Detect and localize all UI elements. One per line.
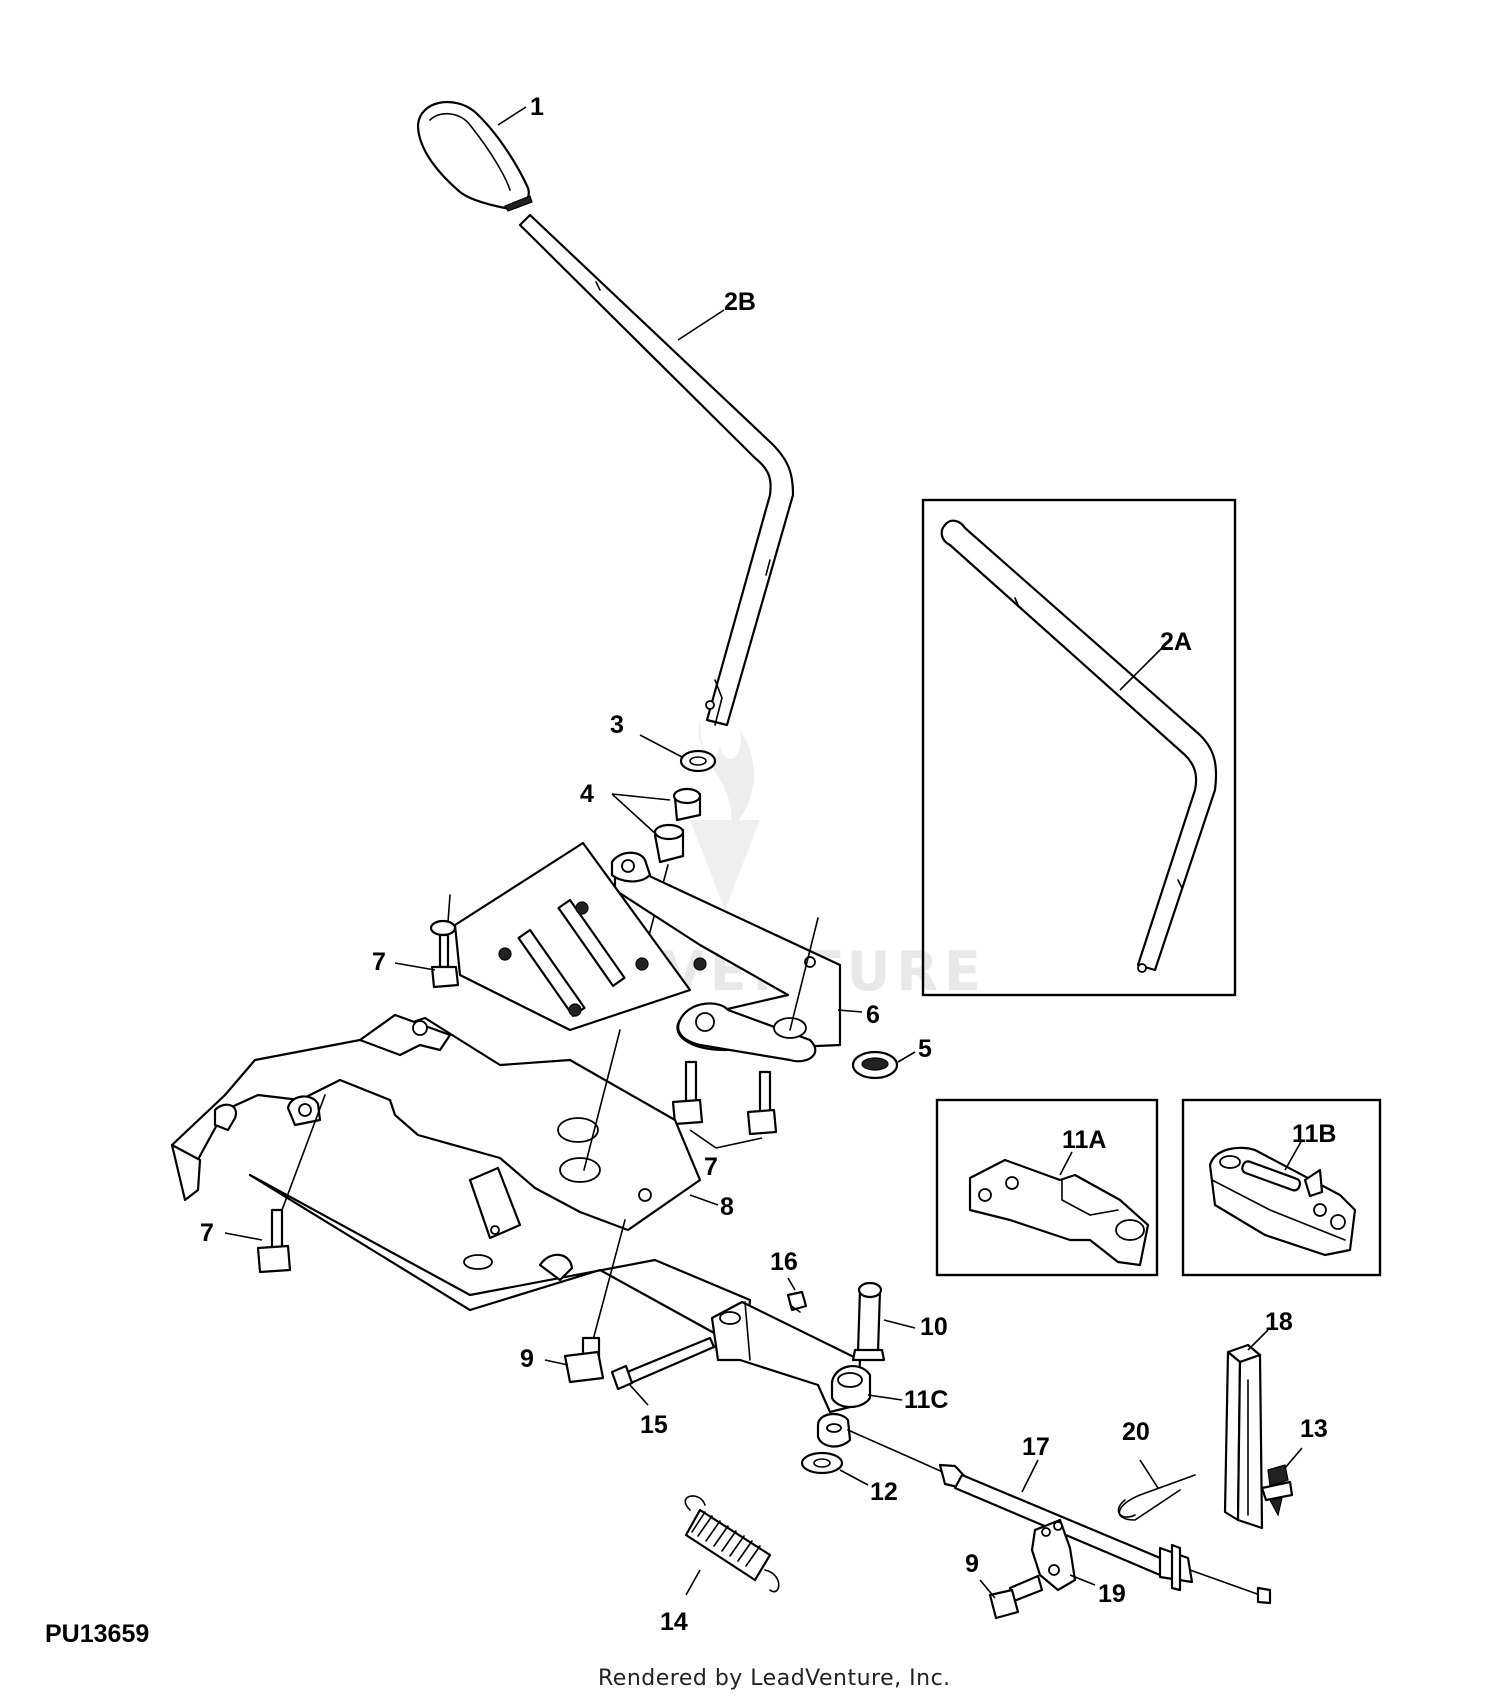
part-9-flange-nut-left (563, 1336, 605, 1384)
part-16-nut (786, 1290, 808, 1312)
leader-13 (1284, 1447, 1303, 1469)
callout-10: 10 (920, 1313, 948, 1341)
callout-15: 15 (640, 1411, 668, 1439)
callout-5: 5 (918, 1035, 932, 1063)
leader-7c (224, 1232, 263, 1241)
part-8-mounting-bracket (170, 1013, 752, 1352)
callout-9b: 9 (965, 1550, 979, 1578)
part-7-bolt-lower-left (256, 1094, 326, 1274)
callout-11c: 11C (904, 1386, 948, 1414)
callout-8: 8 (720, 1193, 734, 1221)
leader-4b (611, 793, 659, 837)
leader-11c (867, 1394, 903, 1401)
part-13-push-fastener (1260, 1464, 1294, 1517)
leader-18 (1247, 1329, 1269, 1351)
leader-15 (629, 1384, 649, 1406)
inset-11a-frame (935, 1098, 1159, 1277)
part-11c-shift-arm (710, 1300, 872, 1414)
part-2a-alt-lever-rod (940, 519, 1218, 973)
part-11b-shift-arm (1208, 1146, 1357, 1257)
callout-19: 19 (1098, 1580, 1126, 1608)
callout-2a: 2A (1160, 628, 1192, 656)
leader-11a (1059, 1151, 1073, 1176)
part-10-pin (851, 1281, 886, 1362)
part-9-flange-nut-right (988, 1574, 1044, 1620)
inset-2a-frame (921, 498, 1237, 997)
leader-17 (1021, 1459, 1039, 1493)
leader-7b2 (715, 1137, 763, 1149)
inset-11b-frame (1181, 1098, 1382, 1277)
leader-20 (1139, 1459, 1159, 1489)
part-18-cable-tie (1223, 1343, 1264, 1530)
part-14-spring (684, 1495, 780, 1593)
callout-11a: 11A (1062, 1126, 1106, 1154)
part-7-bolt-upper-left (429, 894, 460, 989)
part-7-bolt-pair (671, 1060, 778, 1136)
callout-18: 18 (1265, 1308, 1293, 1336)
callout-3: 3 (610, 711, 624, 739)
leader-9b (979, 1579, 996, 1599)
leader-7a (394, 962, 436, 971)
figure-id: PU13659 (45, 1620, 149, 1648)
callout-6: 6 (866, 1001, 880, 1029)
callout-14: 14 (660, 1608, 688, 1636)
callout-4: 4 (580, 780, 594, 808)
callout-9a: 9 (520, 1345, 534, 1373)
leader-16 (787, 1277, 796, 1291)
callout-12: 12 (870, 1478, 898, 1506)
part-4-bushings (653, 787, 702, 864)
part-20-hairpin-clip (1117, 1474, 1196, 1521)
part-15-bolt (610, 1336, 716, 1391)
leader-5 (897, 1051, 916, 1063)
leader-12 (839, 1469, 869, 1486)
leader-19 (1069, 1574, 1096, 1586)
part-6-bracket-plate (613, 858, 842, 1063)
callout-2b: 2B (724, 288, 756, 316)
callout-11b: 11B (1292, 1120, 1336, 1148)
callout-7a: 7 (372, 948, 386, 976)
callout-7b: 7 (704, 1153, 718, 1181)
part-11a-shift-arm (968, 1158, 1150, 1267)
part-12-washer (800, 1451, 844, 1475)
leader-7b1 (689, 1129, 717, 1149)
callout-16: 16 (770, 1248, 798, 1276)
callout-1: 1 (530, 93, 544, 121)
leader-2b (677, 309, 725, 341)
leader-10 (883, 1319, 916, 1329)
callout-7c: 7 (200, 1219, 214, 1247)
leader-9a (544, 1359, 569, 1366)
part-3-washer (679, 749, 717, 773)
leader-8 (689, 1194, 719, 1206)
leader-4a (611, 793, 671, 801)
part-1-knob (416, 100, 533, 212)
leader-14 (685, 1569, 701, 1596)
part-2b-lever-rod (518, 213, 795, 727)
render-credit: Rendered by LeadVenture, Inc. (598, 1666, 951, 1691)
callout-13: 13 (1300, 1415, 1328, 1443)
callout-20: 20 (1122, 1418, 1150, 1446)
top-plate (453, 841, 707, 1032)
callout-17: 17 (1022, 1433, 1050, 1461)
leader-11b (1284, 1139, 1303, 1171)
leader-1 (497, 106, 527, 126)
leader-2a (1119, 647, 1163, 691)
part-19-cable-bracket (1030, 1518, 1077, 1592)
leader-3 (639, 734, 683, 758)
leader-6 (837, 1009, 863, 1013)
